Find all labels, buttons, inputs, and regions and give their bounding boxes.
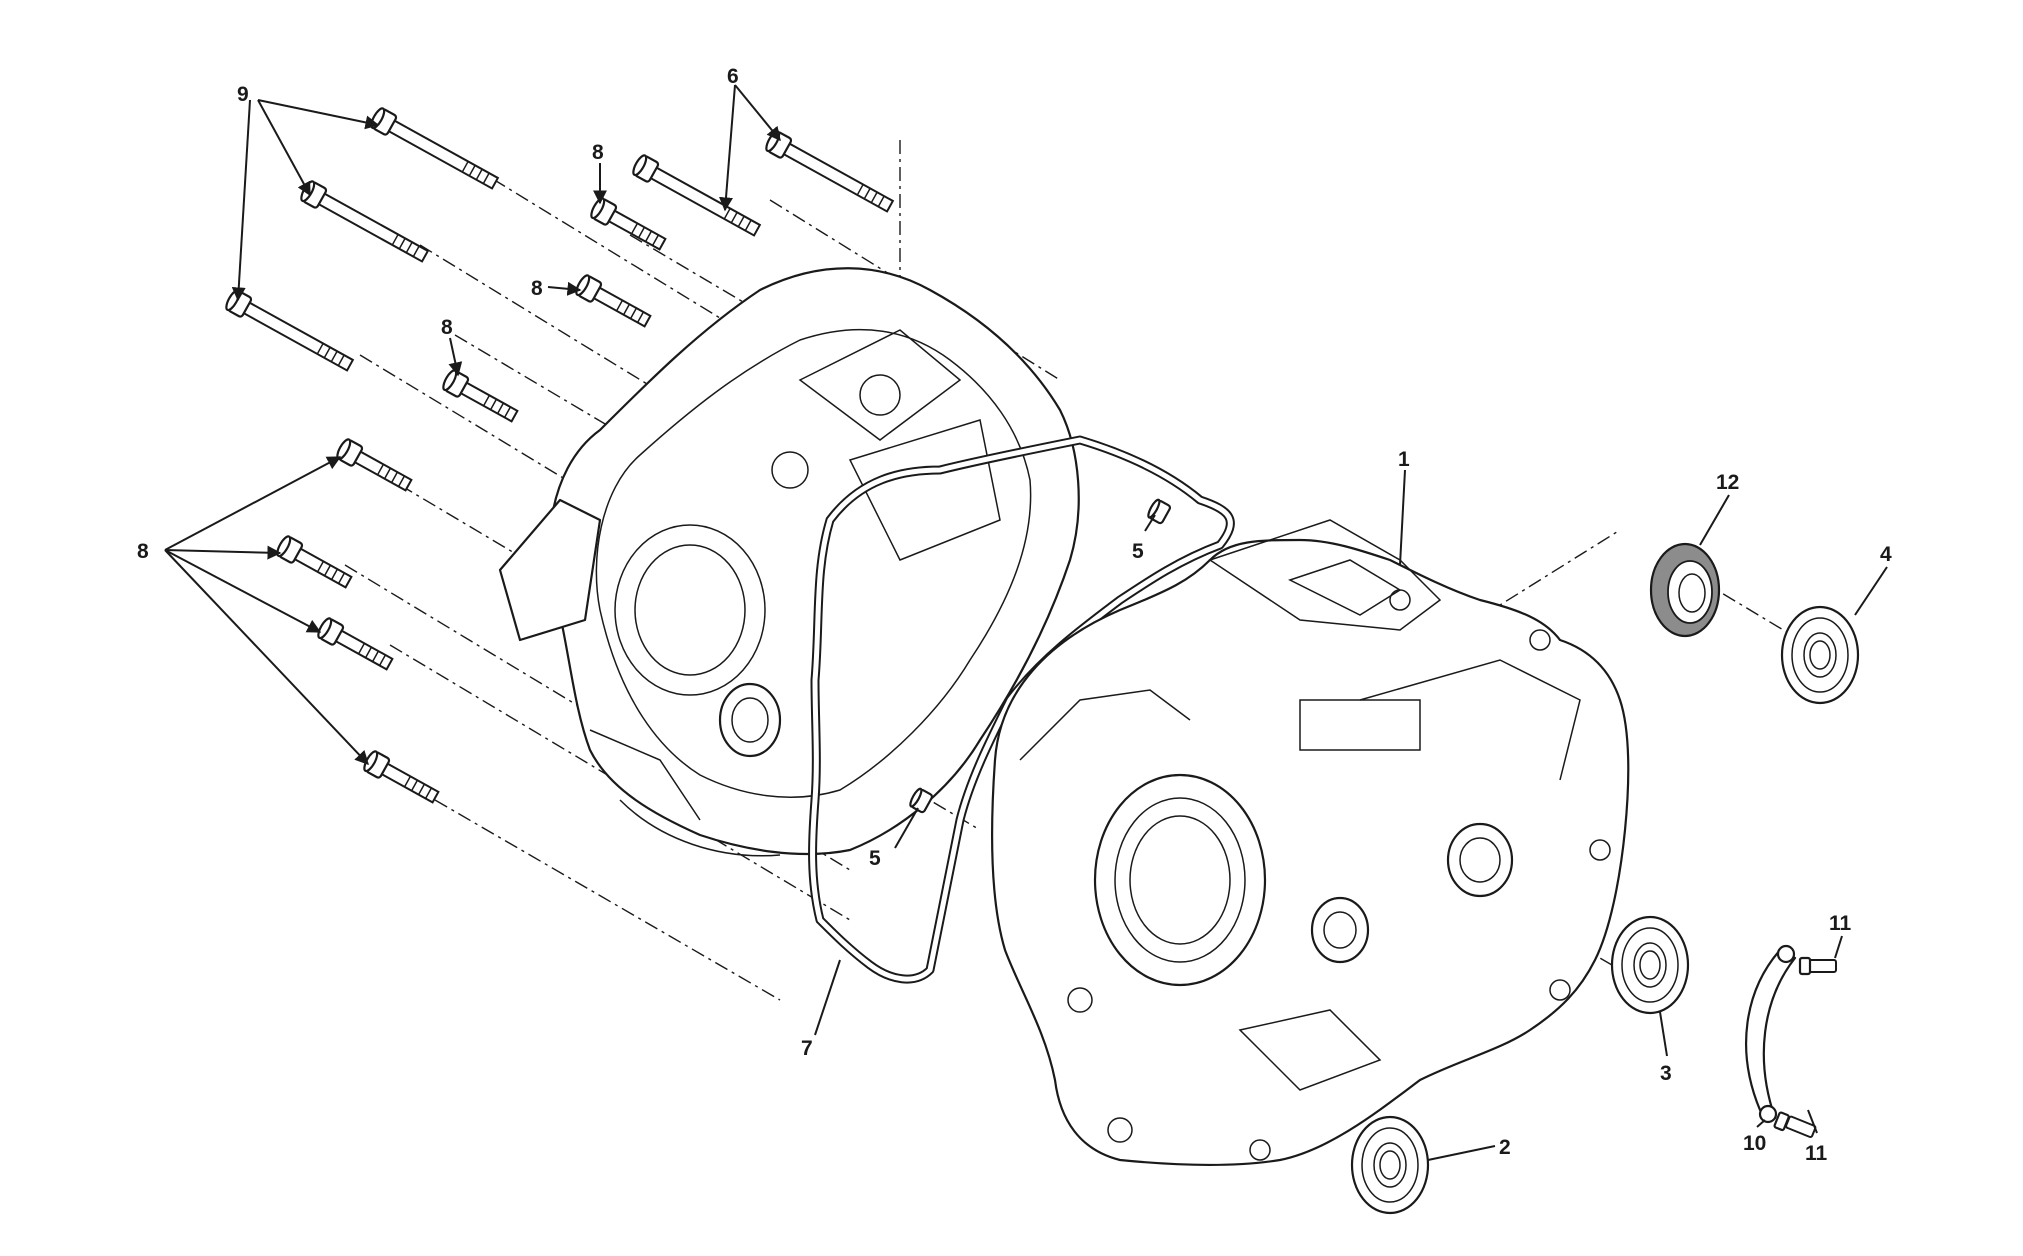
bolt-9-middle (297, 178, 432, 267)
left-crankcase-cover (498, 267, 1080, 857)
bolt-8-lower-2 (273, 533, 355, 593)
callout-10: 10 (1743, 1132, 1766, 1155)
bolt-6-right (762, 128, 897, 217)
screw-11-lower (1773, 1111, 1817, 1139)
callout-9: 9 (237, 83, 249, 106)
crankcase (990, 519, 1630, 1167)
bearing-2 (1350, 1115, 1430, 1215)
callout-1: 1 (1398, 448, 1410, 471)
bolt-9-top (367, 105, 502, 194)
bearing-4 (1780, 605, 1860, 705)
dowel-pin-upper (1145, 497, 1173, 526)
bolt-9-bottom (222, 287, 357, 376)
callout-12: 12 (1716, 471, 1739, 494)
bolt-8-lower-1 (333, 436, 415, 496)
bolt-8-lower-4 (360, 748, 442, 808)
callout-6: 6 (727, 65, 739, 88)
bolt-6-left (629, 152, 764, 241)
retainer-plate-10 (1745, 944, 1797, 1124)
bearing-3 (1610, 915, 1690, 1015)
screw-11-upper (1798, 956, 1837, 976)
callout-5-upper: 5 (1132, 540, 1144, 563)
gasket (808, 435, 1235, 984)
callout-5-lower: 5 (869, 847, 881, 870)
bolt-8-mid (572, 272, 654, 332)
callout-3: 3 (1660, 1062, 1672, 1085)
callout-8-lower: 8 (137, 540, 149, 563)
callout-11-upper: 11 (1829, 912, 1852, 935)
callout-8-mid: 8 (531, 277, 543, 300)
callout-7: 7 (801, 1037, 813, 1060)
callout-2: 2 (1499, 1136, 1511, 1159)
callout-8-upper: 8 (592, 141, 604, 164)
bolt-8-left (439, 367, 521, 427)
callout-4: 4 (1880, 543, 1892, 566)
callout-8-left: 8 (441, 316, 453, 339)
callout-labels: 9 6 8 8 8 8 1 5 5 7 12 4 2 3 10 11 11 (137, 65, 1892, 1165)
bolt-8-upper (587, 195, 669, 255)
bolt-8-lower-3 (314, 615, 396, 675)
oil-seal-12 (1649, 542, 1721, 638)
callout-11-lower: 11 (1805, 1142, 1828, 1165)
leader-lines (164, 84, 1888, 1161)
